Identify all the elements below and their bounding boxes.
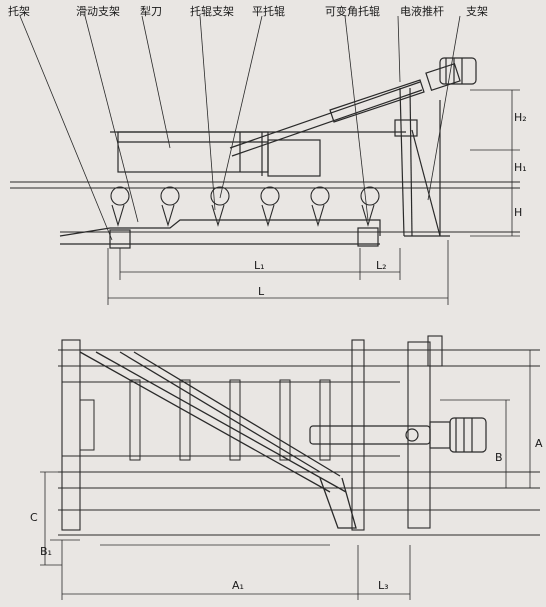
dim-label-c: C [30,511,38,524]
dim-label-h1: H₁ [514,161,527,174]
idlers-side [110,186,380,227]
callout-leaders [19,15,461,241]
callout-tuojia: 托架 [8,5,30,18]
callout-electro-hydraulic-pushrod: 电液推杆 [400,5,444,18]
callout-variable-angle-idler: 可变角托辊 [325,5,380,18]
dim-label-l3: L₃ [378,579,389,592]
dim-horizontal-side [107,240,449,305]
callout-plough-blade: 犁刀 [140,5,162,18]
actuator-side [229,57,477,157]
dim-label-a1: A₁ [232,579,244,592]
plough-blade-top [79,351,357,529]
callout-flat-idler: 平托辊 [252,5,285,18]
callout-sliding-support: 滑动支架 [76,5,120,18]
dim-label-a: A [535,437,543,450]
dim-label-h: H [514,206,523,219]
idlers-top [62,379,400,461]
support-frame-side [394,87,450,237]
dim-label-l2: L₂ [376,259,387,272]
dim-label-l1: L₁ [254,259,265,272]
dim-label-l: L [258,285,265,298]
base-rail-side [59,219,381,249]
belt-lines [10,181,520,233]
callout-idler-support: 托辊支架 [190,5,234,18]
callout-bracket: 支架 [466,5,488,18]
dim-vertical-side [470,89,520,237]
plough-housing [110,131,406,177]
dim-top-view [40,349,540,600]
dim-label-b1: B₁ [40,545,52,558]
dim-label-b: B [495,451,503,464]
dim-label-h2: H₂ [514,111,527,124]
actuator-top [309,417,487,453]
